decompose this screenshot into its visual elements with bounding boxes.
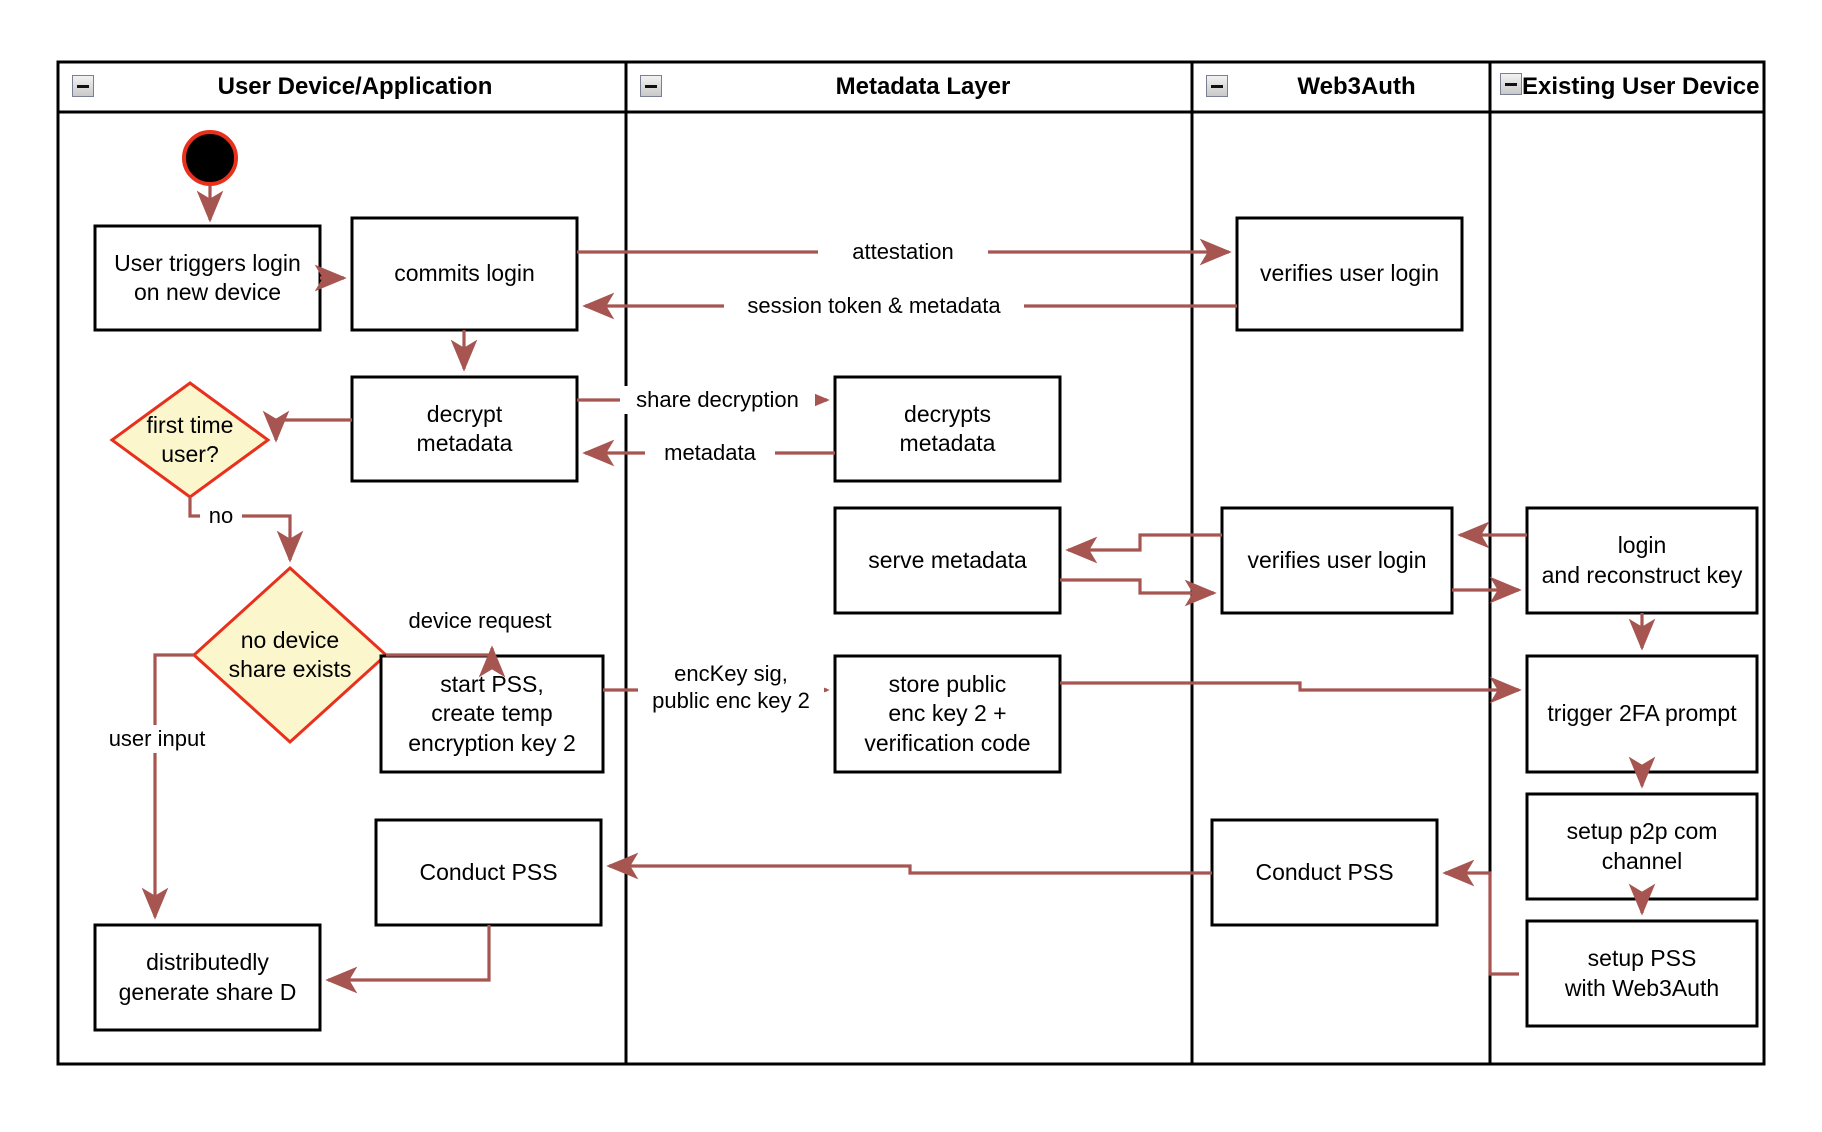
node-decrypts-metadata[interactable] (833, 375, 1062, 483)
node-start[interactable] (182, 130, 238, 186)
edge-verifies-to-serve-metadata (1065, 533, 1222, 564)
node-store-public-enc-key-2[interactable] (833, 654, 1062, 774)
edge-setup-pss-to-conduct-pss-web3auth (1442, 859, 1519, 976)
collapse-icon-lane-web3auth[interactable] (1206, 75, 1228, 97)
node-trigger-2fa-prompt[interactable] (1525, 654, 1759, 774)
node-conduct-pss-web3auth[interactable] (1210, 818, 1439, 927)
node-conduct-pss-user[interactable] (374, 818, 603, 927)
collapse-icon-lane-existing-device[interactable] (1500, 73, 1522, 95)
node-commits-login[interactable] (350, 216, 579, 332)
lane-header-web3auth: Web3Auth (1297, 73, 1416, 100)
node-no-device-share-exists[interactable] (191, 565, 389, 745)
lane-header-user-device: User Device/Application (217, 73, 493, 100)
node-decrypt-metadata[interactable] (350, 375, 579, 483)
edge-store-key-to-trigger-2fa (1060, 676, 1522, 704)
edge-first-time-user-no (188, 497, 304, 563)
node-setup-p2p-com-channel[interactable] (1525, 792, 1759, 901)
edge-decrypt-to-first-time-user (262, 410, 352, 443)
node-first-time-user[interactable] (109, 381, 271, 499)
node-verifies-user-login-mid[interactable] (1220, 506, 1454, 615)
node-distributedly-generate-share-d[interactable] (93, 923, 322, 1032)
node-login-and-reconstruct-key[interactable] (1525, 506, 1759, 615)
collapse-icon-lane-metadata[interactable] (640, 75, 662, 97)
collapse-icon-lane-user-device[interactable] (72, 75, 94, 97)
node-user-triggers-login[interactable] (93, 224, 322, 332)
edge-no-device-share-device-request (386, 645, 506, 678)
node-setup-pss-with-web3auth[interactable] (1525, 919, 1759, 1028)
node-start-pss-create-temp-key[interactable] (379, 654, 605, 774)
lane-header-existing-device: Existing User Device (1522, 73, 1760, 100)
node-serve-metadata[interactable] (833, 506, 1062, 615)
node-verifies-user-login-top[interactable] (1235, 216, 1464, 332)
edge-conduct-pss-user-to-share-d (325, 925, 491, 994)
edge-conduct-pss-web3auth-to-user (606, 852, 1212, 880)
edge-no-device-share-user-input (141, 653, 194, 920)
lane-header-metadata: Metadata Layer (835, 73, 1011, 100)
edge-serve-metadata-to-verifies (1060, 578, 1217, 607)
